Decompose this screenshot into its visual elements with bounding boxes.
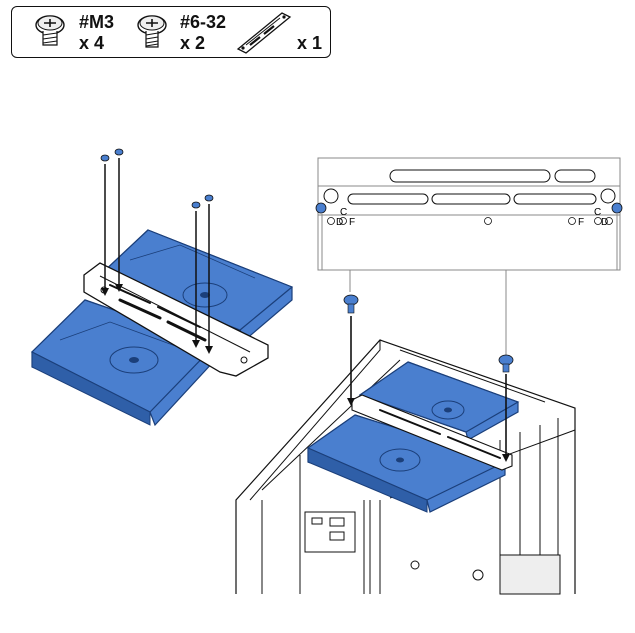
m3-screw-name: #M3 bbox=[79, 12, 115, 32]
left-screws bbox=[100, 148, 214, 354]
label-c-right: C bbox=[594, 207, 601, 218]
bracket-qty: x 1 bbox=[297, 33, 323, 53]
label-f-right: F bbox=[578, 217, 584, 228]
m3-screw-qty: x 4 bbox=[79, 33, 105, 53]
parts-list-box: #M3 x 4 #6-32 x 2 x 1 bbox=[11, 6, 331, 58]
label-f-left: F bbox=[349, 217, 355, 228]
chassis-screw-left bbox=[343, 294, 359, 406]
bracket-callout: C D F C D F bbox=[315, 157, 623, 355]
m3-screw-icon bbox=[35, 15, 65, 46]
chassis-screws bbox=[343, 294, 514, 462]
6-32-screw-name: #6-32 bbox=[180, 12, 227, 32]
chassis-screw-right bbox=[498, 354, 514, 462]
label-d-right: D bbox=[601, 217, 608, 228]
6-32-screw-icon bbox=[137, 15, 167, 48]
label-c-left: C bbox=[340, 207, 347, 218]
screw-2 bbox=[114, 148, 124, 292]
installed-bracket bbox=[351, 394, 513, 471]
label-d-left: D bbox=[336, 217, 343, 228]
6-32-screw-qty: x 2 bbox=[180, 33, 206, 53]
installed-drives bbox=[306, 361, 520, 594]
screw-3 bbox=[191, 201, 201, 348]
screw-4 bbox=[204, 194, 214, 354]
mounting-bracket-icon bbox=[236, 12, 292, 54]
left-drive-assembly bbox=[30, 148, 294, 427]
screw-1 bbox=[100, 154, 110, 296]
